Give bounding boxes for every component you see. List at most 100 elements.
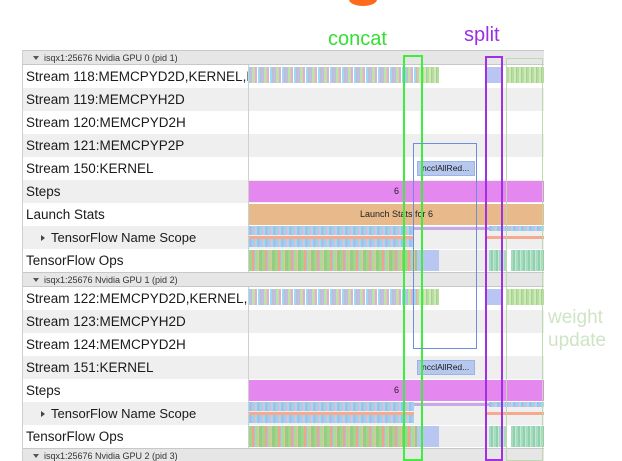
trace-row-track[interactable]: 6 — [249, 180, 544, 203]
trace-row-track[interactable]: ncclAllRed... — [249, 356, 544, 379]
namescope-bars-upper — [249, 402, 414, 411]
trace-row-label[interactable]: TensorFlow Name Scope — [23, 226, 249, 249]
trace-row-track[interactable] — [249, 226, 544, 249]
trace-row-label-text: Steps — [26, 383, 61, 398]
timeline-bar-split-region — [487, 289, 501, 305]
trace-group-header-0[interactable]: isqx1:25676 Nvidia GPU 0 (pid 1) — [23, 50, 544, 65]
trace-row[interactable]: Stream 121:MEMCPYP2P — [23, 134, 544, 157]
steps-bar: 6 — [249, 181, 544, 202]
trace-row-label-text: Stream 120:MEMCPYD2H — [26, 115, 186, 130]
trace-row-label-text: Stream 118:MEMCPYD2D,KERNEL,ME — [26, 69, 249, 84]
annotation-weight-update-line2: update — [548, 330, 607, 351]
trace-row-label[interactable]: Stream 123:MEMCPYH2D — [23, 310, 249, 333]
trace-group-header-2[interactable]: isqx1:25676 Nvidia GPU 2 (pid 3) — [23, 448, 544, 461]
orange-marker-blob — [349, 0, 377, 6]
trace-row[interactable]: Stream 150:KERNEL ncclAllRed... — [23, 157, 544, 180]
trace-row-track[interactable] — [249, 88, 544, 111]
trace-row-label-text: TensorFlow Ops — [26, 253, 124, 268]
tf-ops-concat-block — [417, 426, 439, 447]
chevron-right-icon[interactable] — [41, 235, 45, 241]
annotation-weight-update-line1: weight — [548, 307, 603, 328]
namescope-bars-right — [489, 226, 544, 231]
launch-stats-bar: Launch Stats for 6 — [249, 204, 544, 225]
timeline-bars-concat-region — [417, 67, 439, 83]
trace-row-label[interactable]: Stream 151:KERNEL — [23, 356, 249, 379]
trace-group-header-1[interactable]: isqx1:25676 Nvidia GPU 1 (pid 2) — [23, 272, 544, 287]
tf-ops-split-block — [489, 250, 507, 271]
trace-row-label[interactable]: TensorFlow Ops — [23, 425, 249, 448]
trace-row-label[interactable]: Stream 122:MEMCPYD2D,KERNEL,MI — [23, 287, 249, 310]
trace-row-label[interactable]: Stream 120:MEMCPYD2H — [23, 111, 249, 134]
trace-row-label-text: Steps — [26, 184, 61, 199]
launch-stats-bar-label: Launch Stats for 6 — [359, 209, 434, 219]
trace-row[interactable]: Steps 6 — [23, 379, 544, 402]
trace-row-track[interactable] — [249, 249, 544, 272]
chevron-down-icon[interactable] — [33, 55, 39, 60]
trace-row-label[interactable]: Stream 119:MEMCPYH2D — [23, 88, 249, 111]
trace-row[interactable]: Stream 120:MEMCPYD2H — [23, 111, 544, 134]
namescope-bars-right — [489, 402, 544, 407]
namescope-bar-thin — [414, 227, 544, 230]
namescope-bar-salmon-right — [487, 412, 544, 415]
namescope-bars-upper — [249, 226, 414, 235]
trace-row-label[interactable]: TensorFlow Ops — [23, 249, 249, 272]
trace-row-label-text: TensorFlow Name Scope — [51, 406, 197, 421]
timeline-bar-split-region — [487, 67, 501, 83]
tf-ops-bars — [249, 426, 417, 447]
trace-row-label[interactable]: TensorFlow Name Scope — [23, 402, 249, 425]
chevron-down-icon[interactable] — [33, 277, 39, 282]
timeline-bars-dense — [249, 289, 417, 305]
nccl-allreduce-bar[interactable]: ncclAllRed... — [417, 360, 475, 375]
annotation-split: split — [464, 24, 500, 46]
steps-bar-label: 6 — [393, 186, 399, 196]
chevron-right-icon[interactable] — [41, 411, 45, 417]
trace-row[interactable]: Stream 124:MEMCPYD2H — [23, 333, 544, 356]
tf-ops-concat-block — [417, 250, 439, 271]
trace-row-label[interactable]: Stream 124:MEMCPYD2H — [23, 333, 249, 356]
namescope-bar-salmon — [249, 412, 414, 415]
namescope-bar-salmon-right — [487, 236, 544, 239]
trace-row-label[interactable]: Stream 118:MEMCPYD2D,KERNEL,ME — [23, 65, 249, 88]
trace-row-label-text: Stream 122:MEMCPYD2D,KERNEL,MI — [26, 291, 249, 306]
trace-timeline-panel[interactable]: isqx1:25676 Nvidia GPU 0 (pid 1) Stream 1… — [22, 50, 544, 461]
timeline-bars-dense — [249, 67, 417, 83]
tf-ops-gap — [439, 250, 489, 271]
trace-row-label[interactable]: Stream 150:KERNEL — [23, 157, 249, 180]
trace-row-label-text: Stream 123:MEMCPYH2D — [26, 314, 186, 329]
trace-row-track[interactable]: 6 — [249, 379, 544, 402]
annotation-concat: concat — [328, 28, 387, 50]
trace-row-label[interactable]: Steps — [23, 180, 249, 203]
trace-row[interactable]: Stream 122:MEMCPYD2D,KERNEL,MI — [23, 287, 544, 310]
trace-row[interactable]: Steps 6 — [23, 180, 544, 203]
nccl-allreduce-bar[interactable]: ncclAllRed... — [417, 161, 475, 176]
trace-row[interactable]: TensorFlow Name Scope — [23, 402, 544, 425]
trace-row-track[interactable] — [249, 425, 544, 448]
trace-row-label[interactable]: Stream 121:MEMCPYP2P — [23, 134, 249, 157]
trace-row[interactable]: Launch Stats Launch Stats for 6 — [23, 203, 544, 226]
trace-row-track[interactable] — [249, 402, 544, 425]
trace-row-track[interactable] — [249, 310, 544, 333]
trace-row-track[interactable]: ncclAllRed... — [249, 157, 544, 180]
trace-row-label[interactable]: Steps — [23, 379, 249, 402]
annotation-weight-update: weight update — [548, 306, 606, 352]
trace-row[interactable]: TensorFlow Name Scope — [23, 226, 544, 249]
namescope-bar-thin — [414, 403, 544, 406]
trace-row[interactable]: Stream 118:MEMCPYD2D,KERNEL,ME — [23, 65, 544, 88]
timeline-bars-concat-region — [417, 289, 439, 305]
chevron-down-icon[interactable] — [33, 453, 39, 458]
trace-row-label-text: Stream 151:KERNEL — [26, 360, 154, 375]
trace-row-track[interactable]: Launch Stats for 6 — [249, 203, 544, 226]
trace-group-header-label: isqx1:25676 Nvidia GPU 0 (pid 1) — [44, 52, 178, 63]
trace-row-track[interactable] — [249, 134, 544, 157]
trace-row-track[interactable] — [249, 65, 544, 88]
trace-row[interactable]: Stream 123:MEMCPYH2D — [23, 310, 544, 333]
trace-row-track[interactable] — [249, 287, 544, 310]
trace-row[interactable]: Stream 119:MEMCPYH2D — [23, 88, 544, 111]
trace-row-track[interactable] — [249, 111, 544, 134]
trace-row[interactable]: TensorFlow Ops — [23, 249, 544, 272]
trace-row-label[interactable]: Launch Stats — [23, 203, 249, 226]
trace-row-label-text: Stream 121:MEMCPYP2P — [26, 138, 185, 153]
trace-row-track[interactable] — [249, 333, 544, 356]
trace-row[interactable]: TensorFlow Ops — [23, 425, 544, 448]
trace-row[interactable]: Stream 151:KERNEL ncclAllRed... — [23, 356, 544, 379]
